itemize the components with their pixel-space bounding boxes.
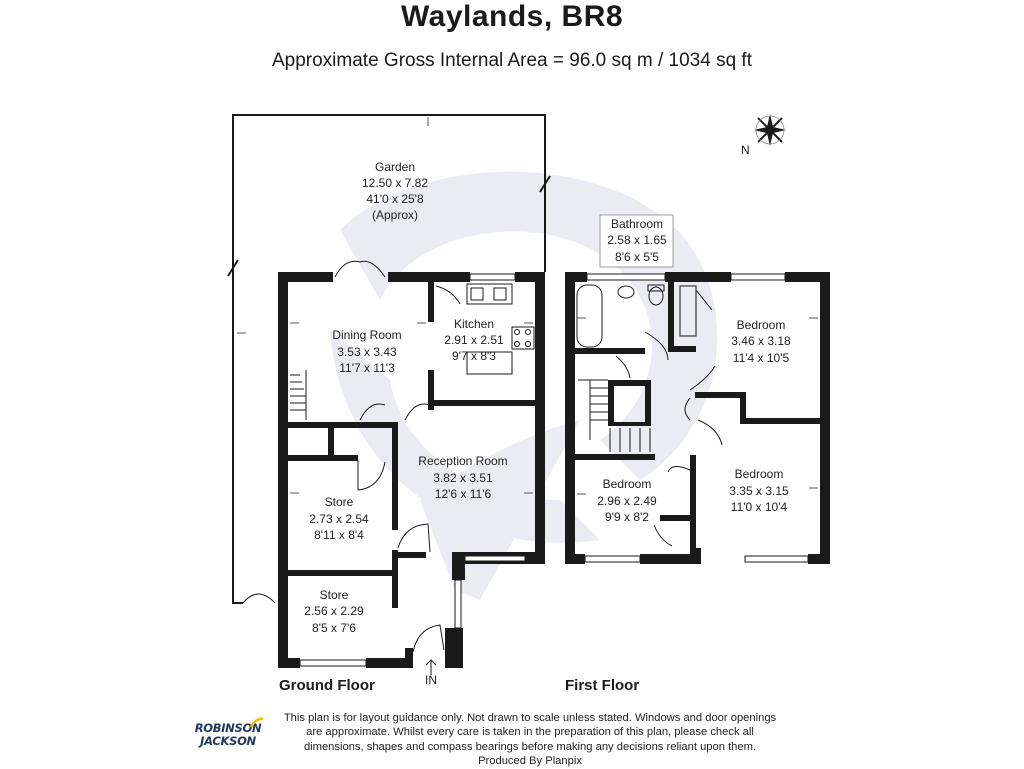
disclaimer-line3: dimensions, shapes and compass bearings …: [303, 740, 757, 753]
plan-title: Waylands, BR8: [400, 0, 624, 33]
store2-metric: 2.56 x 2.29: [304, 604, 364, 618]
ground-staircase: [290, 370, 307, 420]
bedroom2-imperial: 11'0 x 10'4: [731, 500, 788, 514]
gross-internal-area: Approximate Gross Internal Area = 96.0 s…: [271, 50, 752, 71]
bathroom-label-box: [599, 214, 674, 268]
ground-floor-doors: [334, 260, 461, 653]
agent-logo: ROBINSON JACKSON: [188, 717, 268, 748]
bedroom3-metric: 2.96 x 2.49: [597, 494, 657, 508]
garden-name: Garden: [375, 160, 415, 174]
ground-floor-label: Ground Floor: [279, 677, 375, 694]
bedroom2-metric: 3.35 x 3.15: [729, 484, 789, 498]
garden-boundary: [227, 114, 551, 604]
first-floor-doors: [615, 289, 723, 547]
garden-metric: 12.50 x 7.82: [362, 176, 428, 190]
bathroom-fixtures: [576, 284, 697, 348]
garden-note: (Approx): [372, 208, 418, 222]
kitchen-name: Kitchen: [454, 317, 494, 331]
first-floor-walls: [565, 272, 830, 564]
store1-name: Store: [325, 495, 354, 509]
store2-imperial: 8'5 x 7'6: [312, 621, 356, 635]
north-compass-icon: [754, 114, 786, 146]
reception-name: Reception Room: [418, 454, 507, 468]
dining-imperial: 11'7 x 11'3: [339, 361, 395, 375]
bedroom3-imperial: 9'9 x 8'2: [605, 510, 649, 524]
bedroom1-imperial: 11'4 x 10'5: [733, 351, 790, 365]
store1-metric: 2.73 x 2.54: [309, 512, 369, 526]
disclaimer: This plan is for layout guidance only. N…: [270, 711, 790, 769]
bathroom-imperial: 8'6 x 5'5: [615, 250, 659, 264]
bedroom2-name: Bedroom: [735, 467, 784, 481]
first-staircase: [578, 379, 651, 452]
first-floor-label: First Floor: [565, 677, 640, 694]
logo-line2: JACKSON: [200, 734, 256, 748]
dining-name: Dining Room: [332, 328, 401, 342]
reception-imperial: 12'6 x 11'6: [435, 487, 492, 501]
ground-floor-windows: [299, 273, 526, 667]
garden-imperial: 41'0 x 25'8: [366, 192, 424, 206]
kitchen-metric: 2.91 x 2.51: [444, 333, 504, 347]
bedroom1-metric: 3.46 x 3.18: [731, 334, 791, 348]
logo-line1: ROBINSON: [194, 721, 262, 735]
bedroom1-name: Bedroom: [737, 318, 786, 332]
bedroom3-name: Bedroom: [603, 477, 652, 491]
disclaimer-line1: This plan is for layout guidance only. N…: [283, 712, 777, 724]
room-labels: Garden 12.50 x 7.82 41'0 x 25'8 (Approx)…: [304, 160, 791, 635]
north-label: N: [741, 143, 750, 157]
logo-swoosh-icon: [250, 717, 264, 728]
store2-name: Store: [320, 588, 349, 602]
disclaimer-line2: are approximate. Whilst every care is ta…: [306, 726, 754, 739]
entrance-arrow-icon: [425, 659, 437, 675]
kitchen-imperial: 9'7 x 8'3: [452, 349, 496, 363]
kitchen-units: [466, 283, 535, 375]
entrance-label: IN: [425, 673, 437, 687]
store1-imperial: 8'11 x 8'4: [314, 528, 364, 542]
reception-metric: 3.82 x 3.51: [433, 471, 493, 485]
bathroom-name: Bathroom: [611, 217, 663, 231]
dining-metric: 3.53 x 3.43: [337, 345, 397, 359]
first-floor-windows: [584, 273, 809, 563]
dimension-markers: [237, 117, 818, 495]
disclaimer-line4: Produced By Planpix: [478, 755, 582, 768]
bathroom-metric: 2.58 x 1.65: [607, 233, 667, 247]
